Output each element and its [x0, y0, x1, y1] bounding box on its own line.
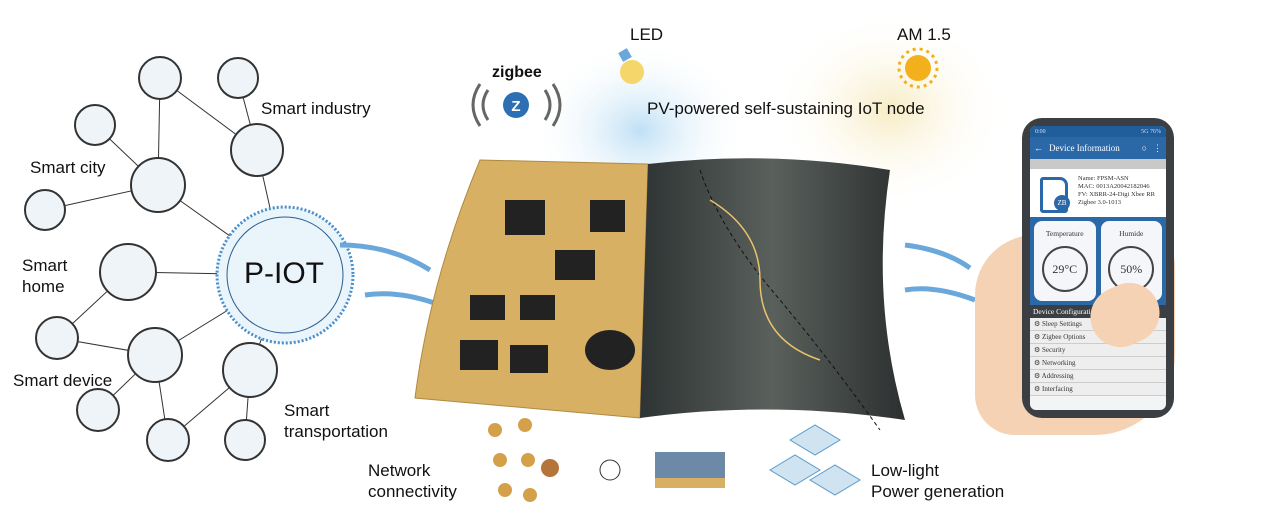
sun-icon [897, 47, 939, 89]
network-connectivity-label: Network connectivity [368, 461, 457, 501]
idea-node [76, 388, 120, 432]
smart-device-node [127, 327, 183, 383]
arrow-to-phone [904, 242, 972, 271]
refresh-icon[interactable]: ○ [1141, 143, 1147, 153]
smart-home-node [99, 243, 157, 301]
arrow-from-node [364, 291, 441, 308]
temperature-label: Temperature [1045, 229, 1084, 238]
item-label: Addressing [1041, 372, 1074, 380]
phone-screen: 0:00 5G 76% ← Device Information ○ ⋮ ZB Name… [1030, 126, 1166, 410]
network-nodes [24, 56, 284, 462]
status-bar: 0:00 5G 76% [1030, 126, 1166, 137]
network-node [138, 56, 182, 100]
item-label: Networking [1042, 359, 1076, 367]
item-label: Zigbee Options [1042, 333, 1086, 341]
label-smart-home: Smart home [22, 256, 68, 296]
temperature-card[interactable]: Temperature 29°C [1034, 221, 1096, 301]
mail-node [35, 316, 79, 360]
humidity-label: Humide [1119, 229, 1144, 238]
label-smart-city: Smart city [30, 158, 106, 177]
app-title: Device Information [1049, 143, 1120, 153]
p-iot-globe [215, 205, 355, 345]
led-label: LED [630, 25, 664, 44]
pv-sheet [640, 158, 905, 420]
map-node [146, 418, 190, 462]
label-smart-transportation: Smart transportation [284, 401, 388, 441]
back-arrow-icon[interactable]: ← [1034, 143, 1043, 153]
app-bar: ← Device Information ○ ⋮ [1030, 137, 1166, 159]
config-item-networking[interactable]: ⚙ Networking [1030, 357, 1166, 370]
factory-node [217, 57, 259, 99]
lock-node [24, 189, 66, 231]
current-source-icon [599, 459, 621, 481]
smartphone: 0:00 5G 76% ← Device Information ○ ⋮ ZB Name… [1022, 118, 1174, 418]
label-smart-industry: Smart industry [261, 99, 371, 118]
p-iot-label: P-IOT [244, 257, 324, 290]
arrow-from-phone [904, 286, 976, 303]
item-label: Sleep Settings [1042, 320, 1082, 328]
label-smart-device: Smart device [13, 371, 113, 390]
item-label: Security [1042, 346, 1066, 354]
device-info: ZB Name: FPSM-ASN MAC: 0013A20042182046 … [1030, 169, 1166, 217]
item-label: Interfacing [1042, 385, 1073, 393]
globe-grid [226, 216, 344, 334]
cloud-node [224, 419, 266, 461]
temperature-value: 29°C [1041, 246, 1088, 292]
zb-badge: ZB [1054, 195, 1070, 211]
smart-transport-node [222, 342, 278, 398]
zigbee-label: zigbee [492, 64, 542, 81]
neural-network-icon [488, 418, 559, 502]
wave-profile [709, 199, 821, 361]
chips [460, 200, 635, 373]
arrow-to-node [339, 242, 432, 273]
config-item-security[interactable]: ⚙ Security [1030, 344, 1166, 357]
status-indicators: 5G 76% [1141, 128, 1161, 135]
device-fv: FV: XBRR-24-Digi Xbee RR [1078, 191, 1155, 198]
power-generation-label: Low-light Power generation [871, 461, 1005, 501]
led-bulb-icon [618, 48, 644, 84]
zigbee-waves-icon [471, 83, 562, 127]
phone-node [74, 104, 116, 146]
svg-text:Z: Z [511, 98, 520, 115]
smart-industry-node [230, 123, 284, 177]
device-mac: MAC: 0013A20042182046 [1078, 183, 1150, 190]
device-name: Name: FPSM-ASN [1078, 175, 1129, 182]
am15-label: AM 1.5 [897, 25, 951, 44]
more-icon[interactable]: ⋮ [1153, 142, 1162, 153]
perovskite-crystal-icon [769, 424, 861, 496]
status-time: 0:00 [1035, 128, 1046, 135]
node-title: PV-powered self-sustaining IoT node [647, 99, 925, 118]
zigbee-logo-icon [503, 92, 529, 118]
smart-city-node [130, 157, 186, 213]
config-item-addressing[interactable]: ⚙ Addressing [1030, 370, 1166, 383]
device-zigbee-version: Zigbee 3.0-1013 [1078, 199, 1121, 206]
circuit-sheet [414, 159, 649, 419]
config-item-interfacing[interactable]: ⚙ Interfacing [1030, 383, 1166, 396]
zigbee-device-icon [1040, 177, 1068, 213]
sun-glow [770, 10, 1010, 210]
